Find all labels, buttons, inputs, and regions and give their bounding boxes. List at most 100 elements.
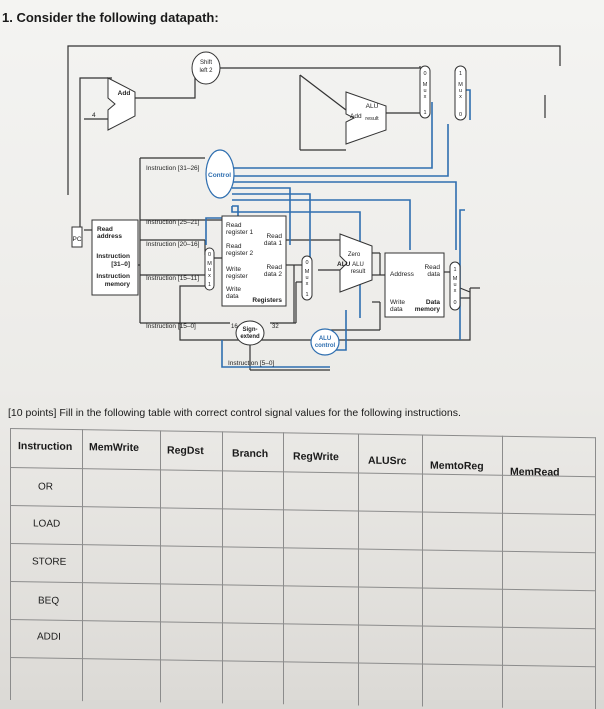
svg-text:Instruction [15–0]: Instruction [15–0]	[146, 323, 196, 330]
row-label-store: STORE	[32, 556, 67, 568]
svg-text:register 2: register 2	[226, 250, 253, 257]
svg-text:M: M	[458, 82, 463, 88]
row-label-beq: BEQ	[38, 595, 60, 607]
svg-text:M: M	[207, 261, 212, 267]
svg-text:x: x	[454, 288, 457, 294]
svg-text:32: 32	[272, 324, 279, 330]
svg-text:data 2: data 2	[264, 271, 282, 278]
svg-text:Registers: Registers	[252, 297, 282, 304]
svg-text:data: data	[427, 271, 440, 278]
svg-text:Shift: Shift	[200, 60, 212, 66]
instruction-field-labels: Instruction [31–26] Instruction [25–21] …	[146, 165, 274, 367]
svg-text:x: x	[459, 94, 462, 100]
grid-line	[82, 429, 83, 702]
grid-line	[10, 428, 11, 701]
svg-text:0: 0	[459, 112, 462, 118]
svg-text:Instruction: Instruction	[96, 273, 130, 280]
grid-line	[422, 434, 423, 707]
svg-text:PC: PC	[72, 236, 81, 243]
header-regwrite: RegWrite	[293, 450, 339, 464]
svg-text:u: u	[305, 275, 308, 281]
svg-text:[31–0]: [31–0]	[111, 261, 130, 268]
control-wires	[205, 89, 471, 368]
grid-line	[595, 437, 596, 709]
svg-text:u: u	[423, 88, 426, 94]
svg-text:left 2: left 2	[199, 68, 213, 74]
grid-line	[10, 657, 596, 668]
grid-line	[10, 428, 596, 439]
svg-text:Data: Data	[426, 299, 440, 306]
grid-line	[10, 581, 596, 592]
svg-text:Read: Read	[266, 264, 282, 271]
svg-text:control: control	[315, 343, 336, 349]
svg-text:0: 0	[423, 71, 426, 77]
pc-register: PC	[71, 226, 83, 248]
branch-adder: ALU Add result	[345, 91, 387, 145]
svg-text:Control: Control	[208, 172, 231, 179]
svg-text:memory: memory	[415, 306, 441, 313]
svg-text:1: 1	[305, 292, 308, 298]
grid-line	[160, 430, 161, 703]
svg-text:Write: Write	[226, 266, 241, 273]
header-memread: MemRead	[510, 465, 560, 479]
svg-text:u: u	[208, 267, 211, 273]
pc-adder: Add 4	[92, 77, 136, 131]
grid-line	[10, 467, 596, 478]
main-alu: Zero ALU ALU result	[337, 233, 373, 293]
register-file: Read register 1 Read register 2 Write re…	[221, 215, 287, 307]
sign-extend-unit: Sign- extend 16 32	[231, 320, 279, 346]
svg-text:data: data	[226, 293, 239, 300]
svg-text:Instruction [20–16]: Instruction [20–16]	[146, 241, 200, 248]
svg-text:x: x	[424, 94, 427, 100]
svg-text:1: 1	[453, 267, 456, 273]
grid-line	[502, 435, 503, 708]
svg-text:Instruction [25–21]: Instruction [25–21]	[146, 219, 200, 226]
svg-text:Instruction [15–11]: Instruction [15–11]	[146, 275, 199, 282]
alu-control-unit: ALU control	[310, 328, 340, 356]
header-alusrc: ALUSrc	[368, 454, 407, 468]
svg-text:Instruction: Instruction	[96, 253, 130, 260]
svg-text:Zero: Zero	[348, 252, 361, 258]
svg-text:Read: Read	[97, 226, 113, 233]
grid-line	[10, 543, 596, 554]
control-signal-table: Instruction MemWrite RegDst Branch RegWr…	[10, 425, 600, 709]
instruction-memory: Read address Instruction [31–0] Instruct…	[91, 219, 139, 296]
grid-line	[10, 619, 596, 630]
svg-text:0: 0	[305, 260, 308, 266]
svg-text:x: x	[306, 281, 309, 287]
svg-text:Add: Add	[118, 90, 131, 97]
svg-text:ALU: ALU	[337, 261, 351, 268]
svg-text:register: register	[226, 273, 249, 280]
row-label-addi: ADDI	[37, 631, 61, 643]
svg-text:address: address	[97, 233, 122, 240]
svg-text:result: result	[351, 269, 366, 275]
svg-text:M: M	[305, 269, 310, 275]
question-prompt: [10 points] Fill in the following table …	[8, 407, 461, 419]
header-branch: Branch	[232, 447, 269, 461]
control-unit: Control	[205, 149, 235, 199]
svg-text:ALU: ALU	[352, 262, 364, 268]
svg-text:0: 0	[208, 252, 211, 258]
header-memwrite: MemWrite	[89, 441, 139, 455]
svg-text:16: 16	[231, 324, 238, 330]
svg-text:Read: Read	[226, 243, 242, 250]
svg-text:Sign-: Sign-	[243, 327, 258, 333]
svg-text:Read: Read	[266, 233, 282, 240]
svg-text:extend: extend	[240, 334, 260, 340]
svg-text:0: 0	[453, 300, 456, 306]
svg-text:Instruction [31–26]: Instruction [31–26]	[146, 165, 200, 172]
datapath-wires	[67, 45, 561, 371]
svg-text:4: 4	[92, 112, 96, 119]
svg-text:u: u	[453, 282, 456, 288]
grid-line	[283, 432, 284, 705]
row-label-or: OR	[38, 481, 53, 493]
svg-text:ALU: ALU	[319, 336, 331, 342]
shift-left-2-unit: Shift left 2	[191, 51, 221, 85]
svg-text:u: u	[459, 88, 462, 94]
svg-text:data: data	[390, 306, 403, 313]
svg-text:Instruction [5–0]: Instruction [5–0]	[228, 360, 274, 367]
grid-line	[222, 431, 223, 704]
header-instruction: Instruction	[18, 440, 73, 453]
svg-text:M: M	[423, 82, 428, 88]
